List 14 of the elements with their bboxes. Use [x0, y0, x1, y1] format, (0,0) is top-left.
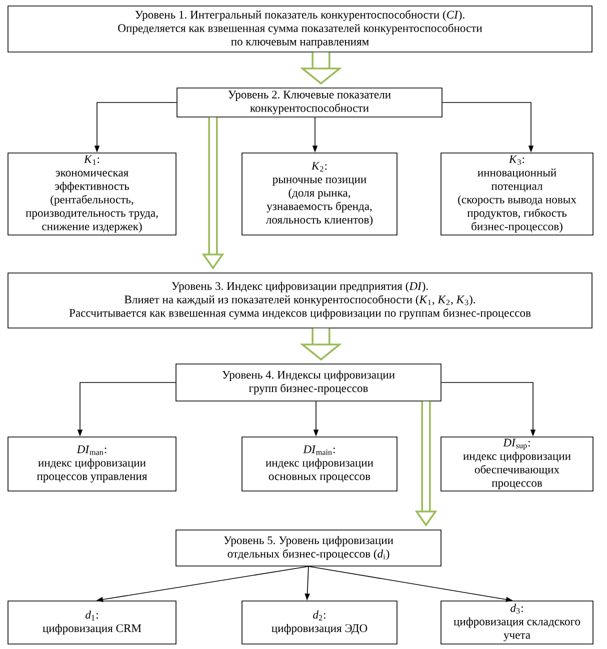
- level-box: Уровень 4. Индексы цифровизации групп бизнес-процессов: [176, 364, 442, 402]
- indicator-box: K$_{3}$: инновационный потенциал (скорость вывода новых продуктов, гибкость бизнес-процессов): [440, 152, 594, 236]
- level-box: Уровень 1. Интегральный показатель конкурентоспособности (CI). Определяется как взвешенная сумма показателей конкурентоспособности по ключевым направлениям: [8, 6, 592, 52]
- indicator-box: DI$_{main}$: индекс цифровизации основных процессов: [242, 436, 398, 492]
- indicator-box: d$_{2}$: цифровизация ЭДО: [242, 600, 398, 644]
- level-box: Уровень 5. Уровень цифровизации отдельных бизнес-процессов (d$_{i}$): [176, 530, 442, 566]
- indicator-box: DI$_{man}$: индекс цифровизации процессов управления: [8, 436, 176, 492]
- indicator-box: K$_{2}$: рыночные позиции (доля рынка, узнаваемость бренда, лояльность клиентов): [242, 152, 398, 236]
- indicator-box: K$_{1}$: экономическая эффективность (рентабельность, производительность труда, снижение издержек): [8, 152, 176, 236]
- indicator-box: d$_{1}$: цифровизация CRM: [8, 600, 176, 644]
- level-box: Уровень 3. Индекс цифровизации предприятия (DI). Влияет на каждый из показателей конкурентоспособности (K$_{1}$, K$_{2}$, K$_{3}$). Рассчитывается как взвешенная сумма индексов цифровизации по группам бизнес-процессов: [8, 272, 592, 328]
- indicator-box: d$_{3}$: цифровизация складского учета: [440, 600, 594, 644]
- level-box: Уровень 2. Ключевые показатели конкурентоспособности: [176, 88, 442, 118]
- indicator-box: DI$_{sup}$: индекс цифровизации обеспечивающих процессов: [440, 436, 594, 492]
